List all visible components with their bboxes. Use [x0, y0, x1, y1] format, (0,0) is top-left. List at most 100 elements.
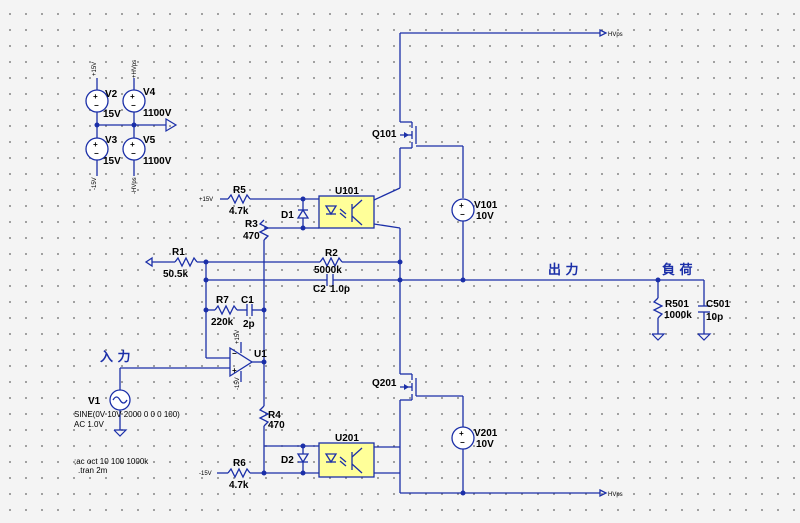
net-p15v: +15V — [92, 62, 98, 76]
r501-value: 1000k — [664, 310, 692, 321]
net-nhvps: -HVps — [132, 177, 138, 194]
svg-text:+: + — [130, 141, 135, 150]
v201-value: 10V — [476, 439, 494, 450]
r6-label: R6 — [233, 458, 246, 469]
r5-resistor[interactable] — [227, 193, 251, 205]
lower-drive: R4 470 D2 -15V R6 4.7k — [199, 362, 319, 491]
r4-value: 470 — [268, 420, 285, 431]
v2-source[interactable] — [85, 89, 109, 113]
load-network: R501 1000k C501 10p — [651, 280, 730, 341]
v3-value: 15V — [103, 156, 121, 167]
q201-mosfet[interactable]: Q201 — [372, 373, 464, 427]
v2-value: 15V — [103, 109, 121, 120]
v101-value: 10V — [476, 211, 494, 222]
directive-tran: .tran 2m — [78, 466, 108, 475]
r2-value: 5000k — [314, 265, 342, 276]
svg-text:−: − — [94, 102, 99, 111]
svg-text:−: − — [460, 439, 465, 448]
svg-text:−: − — [460, 211, 465, 220]
r1-label: R1 — [172, 247, 185, 258]
upper-drive: +15V R5 4.7k D1 R3 470 — [199, 185, 319, 362]
svg-text:+: + — [93, 93, 98, 102]
r7-resistor[interactable] — [214, 304, 238, 316]
v201-label: V201 — [474, 428, 498, 439]
v5-value: 1100V — [143, 156, 172, 167]
feedback-network: R1 50.5k R2 5000k C2 1.0p — [144, 247, 403, 358]
r501-resistor[interactable] — [652, 297, 664, 319]
net-n15v-r6: -15V — [199, 471, 212, 477]
v5-source[interactable] — [122, 137, 146, 161]
output-label: 出 力 — [548, 262, 579, 278]
net-n15v: -15V — [92, 177, 98, 190]
c2-label: C2 — [313, 284, 326, 295]
v2-label: V2 — [105, 89, 118, 100]
r3-resistor[interactable] — [258, 219, 270, 241]
v1-value: SINE(0V 10V 2000 0 0 0 100) — [74, 410, 180, 419]
q101-mosfet[interactable]: Q101 — [372, 121, 464, 198]
d2-label: D2 — [281, 455, 294, 466]
u1-label: U1 — [254, 349, 267, 360]
d1-label: D1 — [281, 210, 294, 221]
r7-value: 220k — [211, 317, 234, 328]
svg-text:+: + — [459, 430, 464, 439]
c1-value: 2p — [243, 319, 255, 330]
v4-source[interactable] — [122, 89, 146, 113]
r5-value: 4.7k — [229, 206, 249, 217]
v1-label: V1 — [88, 396, 101, 407]
net-u1-n15v: -15V — [235, 377, 241, 390]
svg-text:+: + — [459, 202, 464, 211]
svg-text:−: − — [131, 150, 136, 159]
r1-resistor[interactable] — [174, 256, 198, 268]
r7-label: R7 — [216, 295, 229, 306]
net-u1-p15v: +15V — [235, 330, 241, 344]
u201-label: U201 — [335, 433, 359, 444]
r1-value: 50.5k — [163, 269, 188, 280]
svg-text:−: − — [232, 350, 237, 359]
net-hvps-top: HVps — [608, 32, 623, 38]
r6-resistor[interactable] — [227, 467, 251, 479]
v1-source[interactable]: V1 SINE(0V 10V 2000 0 0 0 100) AC 1.0V — [74, 368, 180, 437]
svg-text:+: + — [93, 141, 98, 150]
r501-label: R501 — [665, 299, 689, 310]
v201-source[interactable]: +− V201 10V — [451, 426, 498, 496]
u101-optocoupler[interactable]: U101 — [318, 186, 401, 229]
spice-directives: ;ac oct 10 100 1000k .tran 2m — [74, 457, 149, 475]
u101-label: U101 — [335, 186, 359, 197]
input-label: 入 力 — [100, 349, 131, 365]
v4-value: 1100V — [143, 108, 172, 119]
v5-label: V5 — [143, 135, 156, 146]
c501-value: 10p — [706, 312, 723, 323]
v3-source[interactable] — [85, 137, 109, 161]
d1-diode[interactable] — [296, 208, 310, 219]
u201-optocoupler[interactable]: U201 — [318, 433, 400, 478]
v4-label: V4 — [143, 87, 156, 98]
c2-value: 1.0p — [330, 284, 350, 295]
r2-resistor[interactable] — [319, 256, 343, 268]
load-label: 負 荷 — [662, 262, 693, 278]
r5-label: R5 — [233, 185, 246, 196]
r2-label: R2 — [325, 248, 338, 259]
output-node: 出 力 負 荷 — [397, 228, 704, 374]
v3-label: V3 — [105, 135, 118, 146]
r6-value: 4.7k — [229, 480, 249, 491]
d2-diode[interactable] — [296, 453, 310, 464]
net-p15v-r5: +15V — [199, 197, 213, 203]
svg-text:−: − — [131, 102, 136, 111]
net-phvps: +HVps — [132, 60, 138, 78]
q201-label: Q201 — [372, 378, 397, 389]
hv-rails: HVps HVps — [399, 28, 623, 498]
supply-sources: +− +− +− +− +15V -15V +HVps -HVps V2 15V… — [85, 60, 178, 194]
svg-text:+: + — [232, 367, 237, 376]
r3-label: R3 — [245, 219, 258, 230]
r3-value: 470 — [243, 231, 260, 242]
v101-source[interactable]: +− V101 10V — [451, 198, 498, 280]
c1-label: C1 — [241, 295, 254, 306]
net-hvps-bottom: HVps — [608, 492, 623, 498]
r4-label: R4 — [268, 410, 281, 421]
v101-label: V101 — [474, 200, 498, 211]
svg-text:+: + — [130, 93, 135, 102]
u1-opamp[interactable] — [229, 346, 254, 378]
r4-resistor[interactable] — [258, 405, 270, 427]
svg-text:−: − — [94, 150, 99, 159]
